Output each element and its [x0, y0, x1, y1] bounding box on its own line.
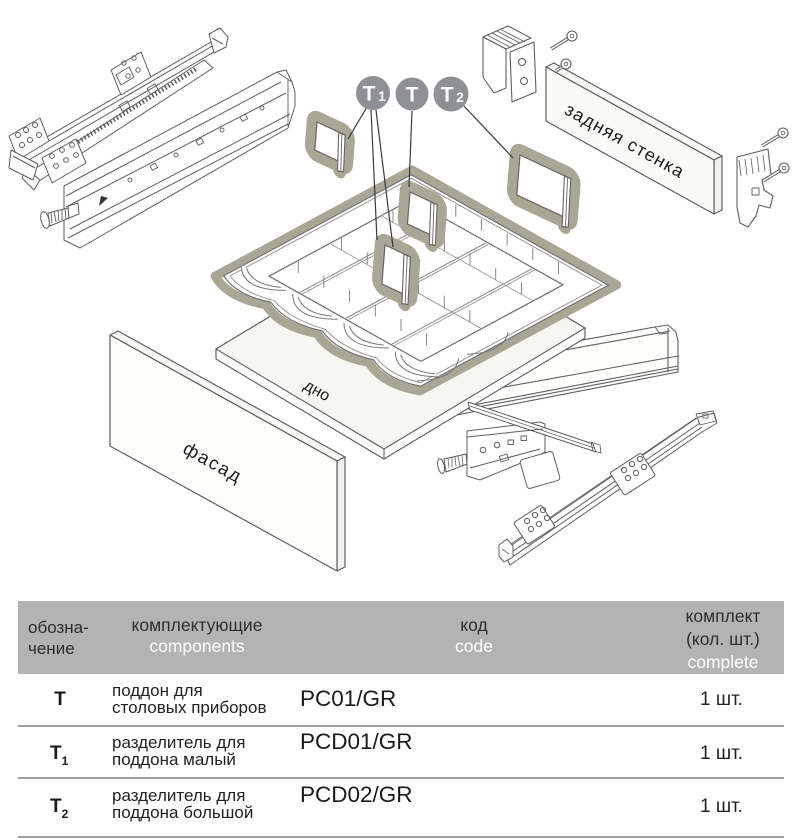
svg-text:2: 2: [456, 90, 464, 105]
svg-text:T: T: [363, 83, 376, 106]
svg-text:1: 1: [378, 89, 386, 104]
svg-text:T: T: [406, 84, 419, 107]
svg-text:T: T: [441, 84, 454, 107]
